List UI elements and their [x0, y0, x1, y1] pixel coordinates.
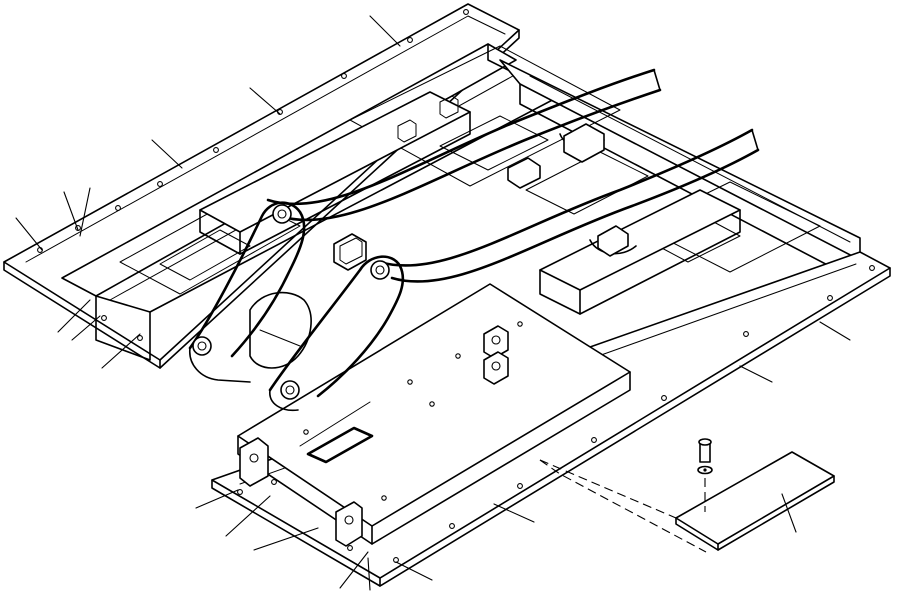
platform-lug-a: [483, 325, 509, 359]
callout-leaders: [15, 15, 851, 591]
front-hinge-bracket-right: [335, 501, 363, 547]
detached-cover-plate: [675, 451, 835, 551]
tower-cover-plate: [333, 233, 367, 271]
frame-crossmember-middle: [199, 91, 471, 255]
cover-bolt: [697, 438, 713, 475]
alignment-dashes: [539, 459, 707, 553]
frame-rear-crossmember: [499, 59, 861, 283]
platform-lug-b: [483, 351, 509, 385]
frame-fittings: [397, 95, 629, 257]
loader-tower-right: [268, 255, 405, 412]
tower-opening: [249, 291, 312, 369]
right-fender-bolt-holes: [237, 265, 875, 563]
frame-crossmember-front: [539, 189, 741, 315]
front-hinge-bracket-left: [239, 437, 269, 487]
loader-tower-left: [188, 201, 306, 383]
